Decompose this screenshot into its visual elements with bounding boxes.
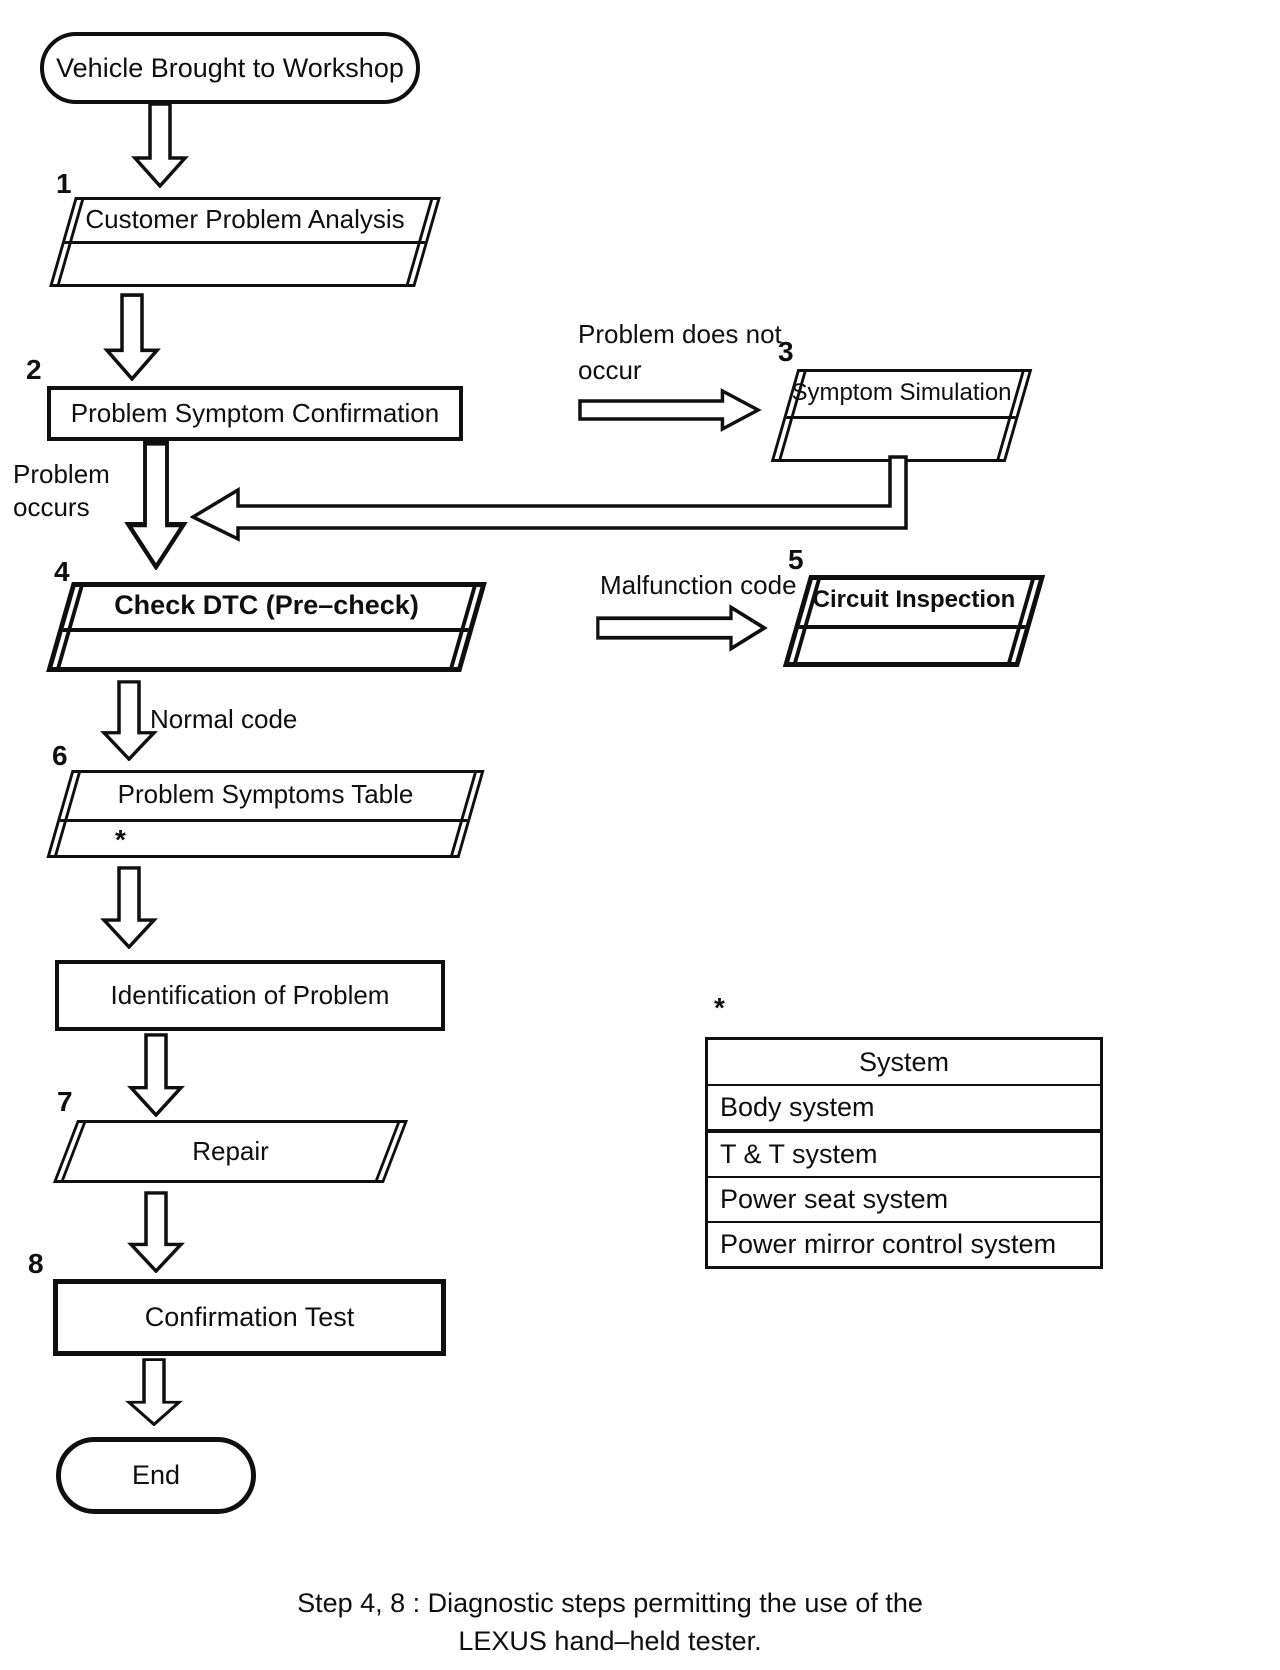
- caption-line-2: LEXUS hand–held tester.: [458, 1626, 762, 1656]
- node-label: Problem Symptom Confirmation: [70, 398, 440, 428]
- step-number-6: 6: [52, 740, 68, 771]
- node-circuit-inspection: Circuit Inspection: [782, 575, 1046, 667]
- edge-label-normal-code: Normal code: [150, 704, 298, 734]
- edge-label-line: Problem does not: [578, 319, 782, 349]
- divider-line: [59, 819, 468, 822]
- system-table: System Body system T & T system Power se…: [705, 1037, 1103, 1269]
- node-start-label: Vehicle Brought to Workshop: [56, 52, 404, 83]
- node-confirmation-test: Confirmation Test: [53, 1279, 446, 1356]
- node-problem-symptom-confirmation: Problem Symptom Confirmation: [47, 386, 463, 441]
- arrow-down-icon: [127, 1033, 185, 1117]
- step-number-7: 7: [57, 1086, 73, 1117]
- step-number-2: 2: [26, 354, 42, 385]
- node-label: Circuit Inspection: [812, 585, 1016, 613]
- node-label: Repair: [192, 1136, 269, 1166]
- edge-label-problem-occurs: Problem occurs: [13, 458, 110, 524]
- asterisk-marker: *: [714, 992, 725, 1023]
- node-end: End: [56, 1437, 256, 1514]
- arrow-down-icon: [125, 1358, 183, 1426]
- arrow-down-icon: [124, 440, 188, 570]
- table-row: Power mirror control system: [720, 1229, 1057, 1259]
- arrow-right-icon: [578, 388, 762, 432]
- asterisk-marker: *: [115, 824, 126, 855]
- step-number-3: 3: [778, 336, 794, 367]
- node-label: Problem Symptoms Table: [117, 779, 414, 809]
- step-number-1: 1: [56, 168, 72, 199]
- divider-line: [62, 628, 469, 632]
- node-label: Identification of Problem: [110, 980, 390, 1010]
- divider-line: [798, 625, 1026, 629]
- node-label: Customer Problem Analysis: [85, 203, 405, 234]
- arrow-return-left-icon: [190, 455, 908, 542]
- divider-line: [64, 241, 426, 244]
- edge-label-malfunction-code: Malfunction code: [600, 570, 797, 600]
- arrow-down-icon: [100, 680, 158, 761]
- edge-label-line: occurs: [13, 492, 90, 522]
- arrow-down-icon: [127, 1191, 185, 1273]
- arrow-down-icon: [103, 293, 161, 381]
- node-label: Symptom Simulation: [791, 378, 1012, 406]
- caption-line-1: Step 4, 8 : Diagnostic steps permitting …: [297, 1588, 923, 1618]
- node-problem-symptoms-table: Problem Symptoms Table *: [46, 770, 485, 858]
- table-row: T & T system: [708, 1133, 1100, 1178]
- node-end-label: End: [131, 1460, 181, 1490]
- edge-label-problem-does-not-occur: Problem does not occur: [578, 316, 782, 388]
- node-repair: Repair: [52, 1120, 409, 1183]
- node-start: Vehicle Brought to Workshop: [40, 32, 420, 104]
- edge-label-line: occur: [578, 355, 642, 385]
- step-number-8: 8: [28, 1248, 44, 1279]
- arrow-right-icon: [596, 604, 768, 652]
- system-table-header: System: [708, 1040, 1100, 1086]
- figure-caption: Step 4, 8 : Diagnostic steps permitting …: [180, 1584, 1040, 1660]
- node-symptom-simulation: Symptom Simulation: [770, 369, 1033, 462]
- node-check-dtc-precheck: Check DTC (Pre–check): [46, 582, 487, 672]
- step-number-4: 4: [54, 556, 70, 587]
- node-customer-problem-analysis: Customer Problem Analysis: [49, 197, 441, 287]
- step-number-5: 5: [788, 544, 804, 575]
- arrow-down-icon: [100, 866, 158, 949]
- table-row: Body system: [708, 1086, 1100, 1133]
- node-label: Confirmation Test: [144, 1302, 355, 1332]
- table-row: Power seat system: [708, 1178, 1100, 1223]
- divider-line: [785, 416, 1016, 419]
- arrow-down-icon: [131, 102, 189, 188]
- edge-label-line: Problem: [13, 459, 110, 489]
- node-label: Check DTC (Pre–check): [114, 589, 419, 620]
- node-identification-of-problem: Identification of Problem: [55, 960, 445, 1031]
